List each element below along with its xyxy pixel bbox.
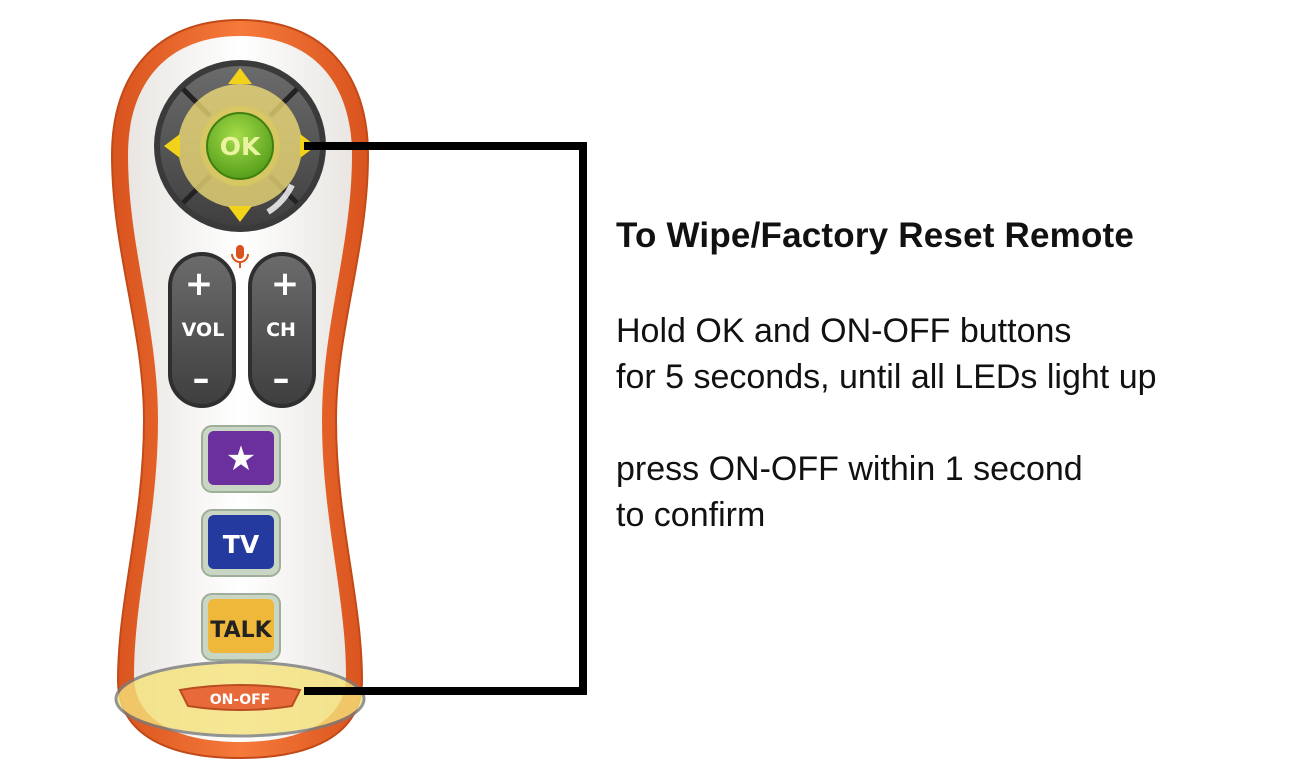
tv-button[interactable] bbox=[208, 515, 274, 569]
volume-label: VOL bbox=[182, 319, 225, 341]
step2-line1: press ON-OFF within 1 second bbox=[616, 450, 1083, 488]
connector-bracket bbox=[304, 142, 587, 695]
step1-line2: for 5 seconds, until all LEDs light up bbox=[616, 358, 1157, 396]
instructions-heading: To Wipe/Factory Reset Remote bbox=[616, 216, 1135, 255]
channel-up-icon[interactable]: + bbox=[271, 264, 300, 304]
ok-label: OK bbox=[220, 132, 262, 161]
arrow-down-icon[interactable] bbox=[228, 206, 252, 222]
arrow-up-icon[interactable] bbox=[228, 68, 252, 84]
channel-down-icon[interactable]: – bbox=[273, 359, 290, 399]
volume-down-icon[interactable]: – bbox=[193, 359, 210, 399]
step-hold-buttons: Hold OK and ON-OFF buttons for 5 seconds… bbox=[616, 308, 1286, 400]
channel-rocker[interactable] bbox=[248, 252, 316, 408]
talk-button[interactable] bbox=[208, 599, 274, 653]
arrow-left-icon[interactable] bbox=[164, 134, 180, 158]
instructions-panel: To Wipe/Factory Reset Remote Hold OK and… bbox=[616, 214, 1286, 538]
star-icon: ★ bbox=[226, 439, 256, 479]
onoff-button[interactable] bbox=[178, 684, 302, 711]
talk-label: TALK bbox=[210, 618, 272, 643]
channel-label: CH bbox=[266, 319, 296, 341]
microphone-icon bbox=[231, 245, 249, 268]
tv-label: TV bbox=[223, 530, 260, 559]
onoff-label: ON-OFF bbox=[210, 692, 270, 708]
volume-rocker[interactable] bbox=[168, 252, 236, 408]
ok-button[interactable] bbox=[206, 112, 274, 180]
step1-line1: Hold OK and ON-OFF buttons bbox=[616, 312, 1072, 350]
step-confirm: press ON-OFF within 1 second to confirm bbox=[616, 446, 1286, 538]
step2-line2: to confirm bbox=[616, 496, 766, 534]
volume-up-icon[interactable]: + bbox=[185, 264, 214, 304]
star-button[interactable] bbox=[208, 431, 274, 485]
remote-face bbox=[128, 36, 352, 742]
